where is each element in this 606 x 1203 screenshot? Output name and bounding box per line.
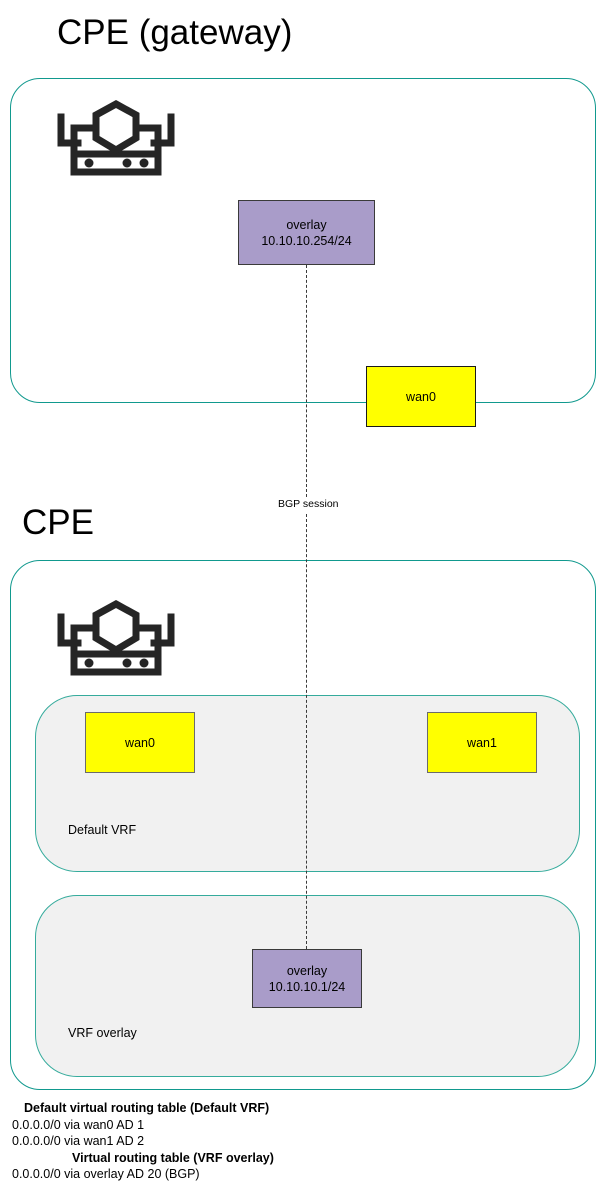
gateway-wan0-interface-name: wan0: [406, 389, 436, 404]
cpe-wan0-interface-name: wan0: [125, 735, 155, 750]
gateway-overlay-interface-address: 10.10.10.254/24: [261, 233, 352, 248]
cpe-gateway-title: CPE (gateway): [57, 13, 293, 52]
router-firewall-icon: [52, 98, 180, 188]
vrf-overlay-label: VRF overlay: [68, 1026, 137, 1040]
gateway-overlay-interface-name: overlay: [286, 217, 327, 232]
gateway-wan0-interface-box[interactable]: wan0: [366, 366, 476, 427]
cpe-overlay-interface-name: overlay: [286, 963, 328, 978]
routing-tables-caption: Default virtual routing table (Default V…: [12, 1100, 432, 1183]
cpe-wan0-interface-box[interactable]: wan0: [85, 712, 195, 773]
cpe-wan1-interface-box[interactable]: wan1: [427, 712, 537, 773]
vrf-overlay-route: 0.0.0.0/0 via overlay AD 20 (BGP): [12, 1167, 200, 1181]
router-firewall-icon: [52, 598, 180, 688]
cpe-overlay-interface-address: 10.10.10.1/24: [268, 979, 346, 994]
default-vrf-routing-table-heading: Default virtual routing table (Default V…: [24, 1101, 270, 1115]
cpe-overlay-interface-box[interactable]: overlay 10.10.10.1/24: [252, 949, 362, 1008]
gateway-overlay-interface-box[interactable]: overlay 10.10.10.254/24: [238, 200, 375, 265]
bgp-session-line-lower: [306, 514, 307, 949]
vrf-overlay-routing-table-heading: Virtual routing table (VRF overlay): [72, 1150, 274, 1165]
default-vrf-route: 0.0.0.0/0 via wan1 AD 2: [12, 1134, 145, 1148]
default-vrf-label: Default VRF: [68, 823, 137, 837]
default-vrf-route: 0.0.0.0/0 via wan0 AD 1: [12, 1117, 145, 1132]
cpe-title: CPE: [22, 503, 94, 542]
bgp-session-line-upper: [306, 265, 307, 497]
bgp-session-label: BGP session: [276, 498, 341, 510]
cpe-wan1-interface-name: wan1: [467, 735, 497, 750]
